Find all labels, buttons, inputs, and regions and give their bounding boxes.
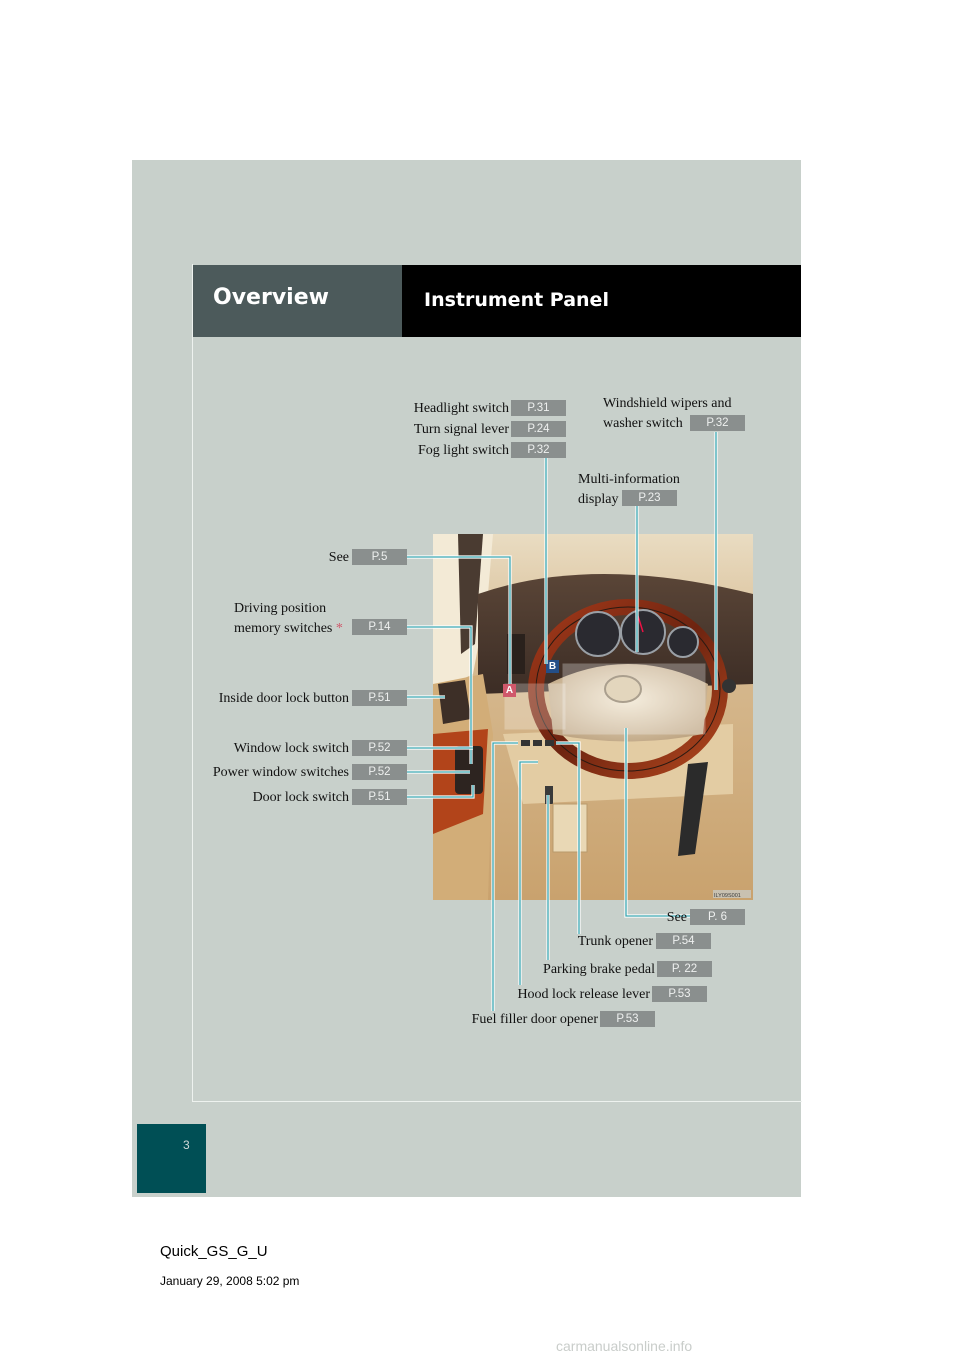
fuel-door-label: Fuel filler door opener — [471, 1012, 598, 1027]
image-code: ILY09S001 — [714, 893, 741, 899]
wipers-label-line1: Windshield wipers and — [603, 396, 732, 411]
multi-info-ref[interactable]: P.23 — [622, 490, 677, 506]
see-b-label: See — [666, 910, 687, 925]
multi-info-label-line1: Multi-information — [578, 472, 680, 487]
turn-signal-ref[interactable]: P.24 — [511, 421, 566, 437]
fuel-door-ref[interactable]: P.53 — [600, 1011, 655, 1027]
page-number-tab — [137, 1124, 206, 1193]
power-window-ref[interactable]: P.52 — [352, 764, 407, 780]
fog-light-label: Fog light switch — [417, 443, 509, 458]
instrument-panel-illustration — [433, 534, 753, 900]
page-number: 3 — [183, 1138, 190, 1152]
driving-position-label-line1: Driving position — [234, 601, 327, 616]
see-a-label: See — [328, 550, 349, 565]
wipers-ref[interactable]: P.32 — [690, 415, 745, 431]
title-bar — [402, 265, 801, 337]
turn-signal-label: Turn signal lever — [413, 422, 509, 437]
wipers-label-line2: washer switch — [603, 416, 683, 431]
asterisk-icon: * — [335, 621, 343, 636]
multi-info-label-line2: display — [578, 492, 619, 507]
footer-doc-name: Quick_GS_G_U — [160, 1243, 268, 1260]
see-b-ref[interactable]: P. 6 — [690, 909, 745, 925]
page-title: Instrument Panel — [424, 289, 609, 311]
hood-lock-label: Hood lock release lever — [517, 987, 650, 1002]
hood-lock-ref[interactable]: P.53 — [652, 986, 707, 1002]
headlight-switch-label: Headlight switch — [413, 401, 509, 416]
window-lock-ref[interactable]: P.52 — [352, 740, 407, 756]
trunk-opener-label: Trunk opener — [577, 934, 653, 949]
parking-brake-label: Parking brake pedal — [543, 962, 655, 977]
power-window-label: Power window switches — [212, 765, 349, 780]
watermark: carmanualsonline.info — [556, 1338, 693, 1354]
window-lock-label: Window lock switch — [233, 741, 349, 756]
headlight-switch-ref[interactable]: P.31 — [511, 400, 566, 416]
driving-position-label-line2: memory switches * — [234, 619, 343, 638]
footer-date: January 29, 2008 5:02 pm — [160, 1274, 300, 1288]
inside-door-lock-label: Inside door lock button — [218, 691, 349, 706]
fog-light-ref[interactable]: P.32 — [511, 442, 566, 458]
door-lock-label: Door lock switch — [252, 790, 349, 805]
section-tab — [193, 265, 402, 337]
callout-marker-b: B — [546, 660, 559, 673]
trunk-opener-ref[interactable]: P.54 — [656, 933, 711, 949]
content-frame — [192, 264, 802, 1102]
parking-brake-ref[interactable]: P. 22 — [657, 961, 712, 977]
inside-door-lock-ref[interactable]: P.51 — [352, 690, 407, 706]
see-a-ref[interactable]: P.5 — [352, 549, 407, 565]
driving-position-label-text: memory switches — [234, 621, 333, 636]
callout-marker-a: A — [503, 684, 516, 697]
driving-position-ref[interactable]: P.14 — [352, 619, 407, 635]
section-title: Overview — [213, 285, 329, 310]
door-lock-ref[interactable]: P.51 — [352, 789, 407, 805]
